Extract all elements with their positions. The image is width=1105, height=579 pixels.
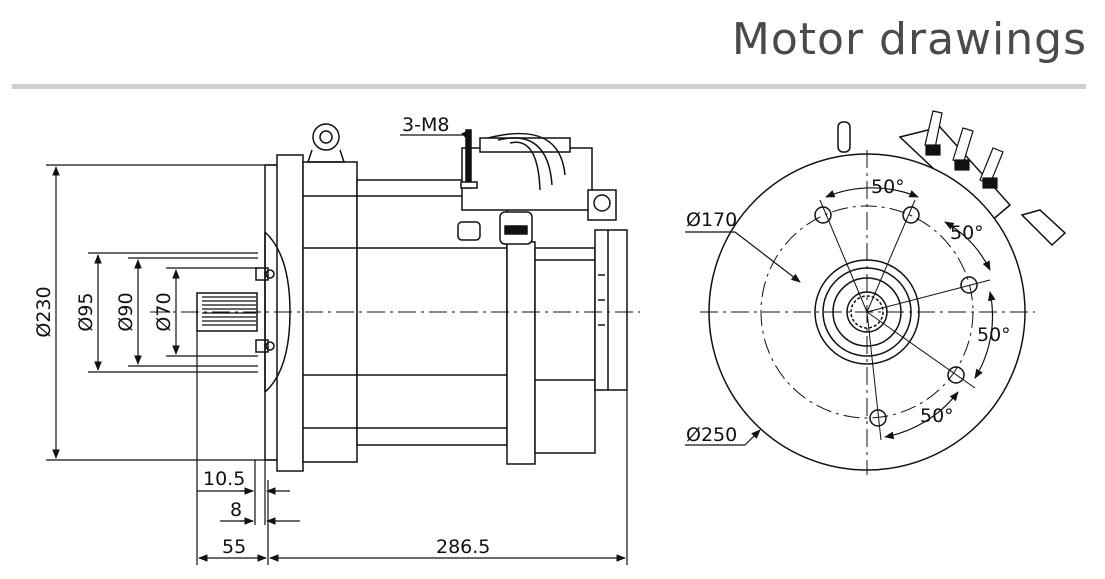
dim-286-5: 286.5 [436, 536, 490, 558]
dim-dia-95: Ø95 [75, 292, 97, 331]
dim-10-5: 10.5 [203, 468, 245, 490]
dim-angle-top: 50° [871, 176, 905, 198]
dim-8: 8 [230, 499, 242, 521]
side-connector [1020, 209, 1067, 247]
side-view-labels: Ø230 Ø95 Ø90 Ø70 3-M8 10.5 8 55 286.5 [33, 114, 490, 558]
bolt-hole [960, 276, 978, 294]
terminal-stud [465, 129, 472, 189]
front-view-dimensions [685, 187, 996, 446]
dim-angle-lower-right: 50° [977, 324, 1011, 346]
dim-dia-70: Ø70 [153, 292, 175, 331]
front-view-labels: Ø170 Ø250 50° 50° 50° 50° [686, 176, 1011, 446]
dim-angle-upper-right: 50° [950, 222, 984, 244]
side-view-dimensions [46, 130, 628, 565]
dim-dia-170: Ø170 [686, 209, 737, 231]
dim-angle-bottom: 50° [920, 405, 954, 427]
dim-dia-250: Ø250 [686, 424, 737, 446]
signal-connector [457, 221, 481, 241]
dim-55: 55 [222, 536, 246, 558]
dim-thread-3-m8: 3-M8 [402, 114, 449, 136]
bolt-hole [902, 206, 920, 224]
side-view [150, 123, 640, 472]
header-divider [12, 84, 1086, 89]
page-title: Motor drawings [731, 14, 1087, 65]
terminal-box [461, 147, 593, 211]
rear-cover [594, 229, 628, 391]
dim-dia-90: Ø90 [115, 292, 137, 331]
lifting-eye [312, 123, 340, 151]
front-view [700, 110, 1067, 475]
dim-dia-230: Ø230 [33, 286, 55, 337]
rear-end-bell [506, 241, 536, 465]
bolt-hole [947, 366, 965, 384]
